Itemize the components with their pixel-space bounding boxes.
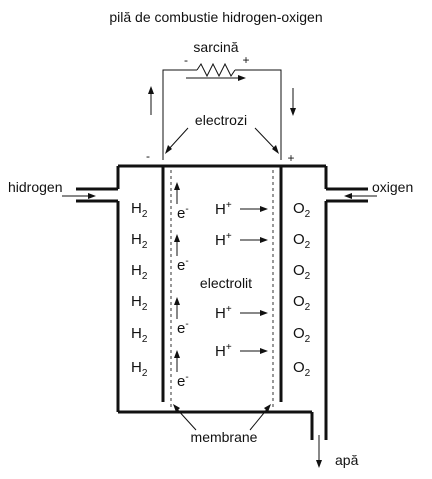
- proton-label: H+: [215, 304, 232, 322]
- o2-molecule: O2: [293, 200, 311, 220]
- water-outlet-arrow: [316, 435, 322, 468]
- water-label: apă: [335, 452, 359, 468]
- electron-flow: e-e-e-e-: [174, 182, 189, 390]
- oxygen-label: oxigen: [372, 179, 413, 195]
- anode-terminal-sign: -: [146, 149, 150, 163]
- o2-molecule: O2: [293, 231, 311, 251]
- electrode-pointer-left: [165, 127, 189, 154]
- o2-molecule: O2: [293, 359, 311, 379]
- o2-molecule: O2: [293, 262, 311, 282]
- load-label: sarcină: [193, 39, 238, 55]
- load-current-arrow: [186, 75, 246, 81]
- load-minus-sign: -: [184, 53, 188, 67]
- proton-right-arrow: [240, 237, 268, 243]
- resistor-icon: [196, 62, 236, 78]
- electron-up-arrow: [174, 297, 180, 319]
- h2-molecule: H2: [131, 325, 148, 345]
- cell-housing: [76, 164, 368, 440]
- external-circuit: [162, 62, 282, 160]
- hydrogen-label: hidrogen: [8, 179, 63, 195]
- membranes-label: membrane: [191, 429, 258, 445]
- electron-label: e-: [177, 204, 189, 222]
- electrolyte-label: electrolit: [200, 275, 252, 291]
- proton-label: H+: [215, 231, 232, 249]
- circuit-up-arrow: [148, 86, 154, 115]
- proton-right-arrow: [240, 348, 268, 354]
- electron-up-arrow: [174, 234, 180, 256]
- cathode-terminal-sign: +: [287, 151, 294, 165]
- diagram-title: pilă de combustie hidrogen-oxigen: [109, 9, 322, 25]
- membrane-pointer-left: [173, 404, 197, 431]
- proton-right-arrow: [240, 310, 268, 316]
- electron-up-arrow: [174, 350, 180, 372]
- proton-label: H+: [215, 200, 232, 218]
- electron-label: e-: [177, 256, 189, 274]
- electrodes-label: electrozi: [195, 112, 247, 128]
- electron-label: e-: [177, 319, 189, 337]
- electron-label: e-: [177, 372, 189, 390]
- o2-molecule: O2: [293, 325, 311, 345]
- membrane-pointer-right: [249, 404, 271, 431]
- o2-molecule: O2: [293, 293, 311, 313]
- load-plus-sign: +: [242, 53, 249, 67]
- oxygen-inlet-arrow: [344, 193, 377, 199]
- electrode-pointer-right: [254, 127, 279, 154]
- h2-molecule: H2: [131, 262, 148, 282]
- h2-molecule: H2: [131, 359, 148, 379]
- h2-molecule: H2: [131, 231, 148, 251]
- circuit-down-arrow: [290, 88, 296, 116]
- h2-molecule: H2: [131, 200, 148, 220]
- hydrogen-inlet-arrow: [62, 193, 96, 199]
- proton-label: H+: [215, 342, 232, 360]
- proton-right-arrow: [240, 206, 268, 212]
- electron-up-arrow: [174, 182, 180, 204]
- h2-molecule: H2: [131, 293, 148, 313]
